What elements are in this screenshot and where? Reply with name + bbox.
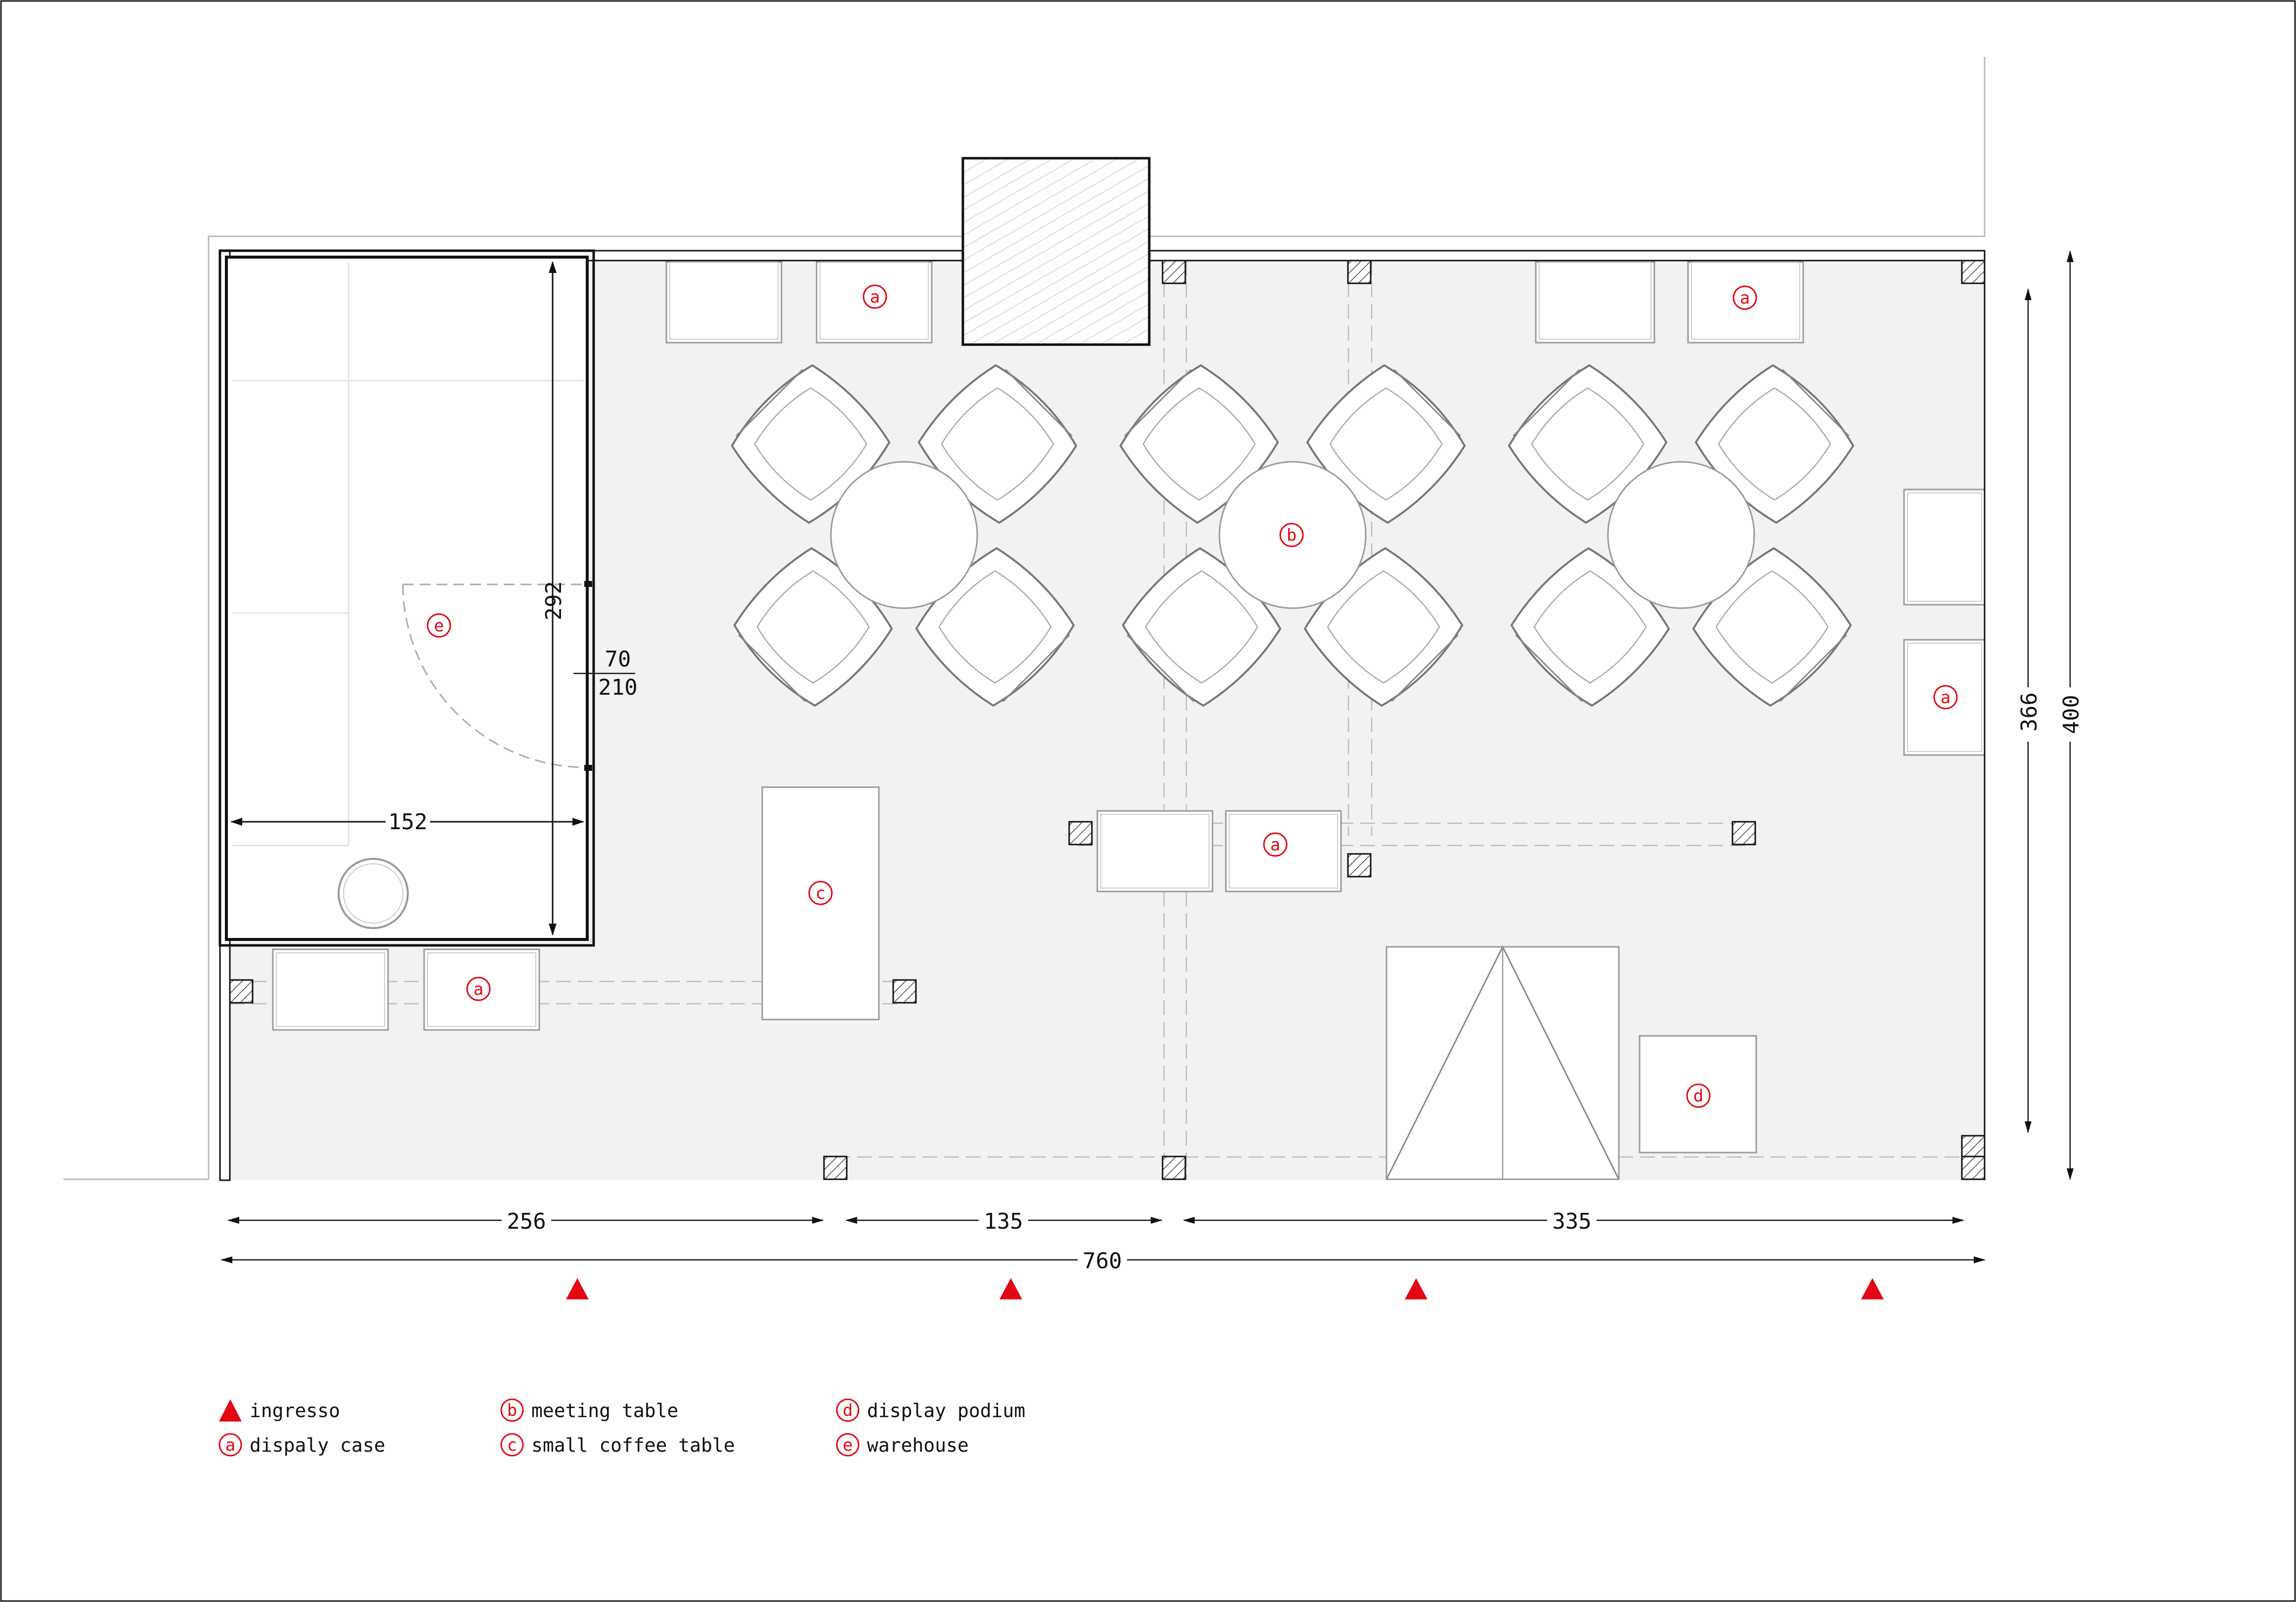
svg-text:d: d — [843, 1401, 853, 1421]
dim-400-label: 400 — [2059, 695, 2084, 734]
svg-text:c: c — [816, 884, 825, 903]
dim-760-label: 760 — [1083, 1248, 1122, 1274]
tag-a-3: a — [1933, 685, 1958, 710]
warehouse-width-dimension: 152 — [230, 806, 584, 836]
legend-warehouse: e warehouse — [836, 1433, 969, 1457]
legend-meeting-table-label: meeting table — [531, 1400, 678, 1422]
legend-small-coffee-table: c small coffee table — [500, 1433, 735, 1457]
legend-display-podium-label: display podium — [867, 1400, 1025, 1422]
tag-d: d — [1686, 1083, 1711, 1108]
legend-display-case-label: dispaly case — [250, 1434, 386, 1456]
svg-text:d: d — [1693, 1086, 1703, 1106]
dim-256-label: 256 — [507, 1209, 546, 1234]
legend-entrance: ingresso — [219, 1399, 340, 1422]
legend-display-podium: d display podium — [836, 1398, 1025, 1422]
legend-small-coffee-table-label: small coffee table — [531, 1434, 735, 1456]
dim-335: 335 — [1183, 1206, 1964, 1234]
svg-text:b: b — [1287, 526, 1297, 545]
tag-b: b — [1279, 523, 1304, 547]
door-dimension: 70 210 — [573, 647, 638, 700]
legend-entrance-label: ingresso — [250, 1400, 340, 1422]
svg-text:e: e — [434, 616, 444, 636]
svg-text:a: a — [1740, 288, 1750, 308]
legend-display-case: a dispaly case — [218, 1433, 386, 1457]
warehouse-depth-label: 292 — [541, 581, 566, 620]
svg-text:a: a — [870, 287, 880, 307]
entrance-marker-1 — [566, 1278, 589, 1299]
dim-366-label: 366 — [2017, 692, 2042, 731]
entrance-marker-2 — [999, 1278, 1022, 1299]
tag-a-1: a — [863, 284, 887, 309]
entrance-markers — [566, 1278, 1884, 1299]
stair-element — [1386, 945, 1620, 1180]
entrance-triangle-icon — [219, 1399, 242, 1422]
tag-a-4: a — [1263, 832, 1288, 857]
tag-c: c — [808, 881, 833, 905]
legend-meeting-table: b meeting table — [500, 1398, 678, 1422]
warehouse-width-label: 152 — [388, 809, 427, 835]
svg-text:a: a — [1941, 688, 1950, 708]
dim-135: 135 — [845, 1206, 1163, 1234]
door-width-label: 70 — [605, 647, 631, 672]
svg-text:a: a — [225, 1435, 235, 1455]
dim-135-label: 135 — [984, 1209, 1023, 1234]
warehouse-room — [218, 249, 595, 947]
legend-warehouse-label: warehouse — [867, 1434, 969, 1456]
svg-text:a: a — [474, 979, 483, 999]
dim-256: 256 — [227, 1206, 824, 1234]
svg-text:e: e — [843, 1435, 853, 1455]
svg-text:b: b — [507, 1401, 517, 1421]
right-dimensions: 366 400 — [2014, 250, 2084, 1180]
svg-text:a: a — [1270, 835, 1280, 855]
legend: ingresso a dispaly case b meeting table … — [218, 1398, 1025, 1457]
tag-a-5: a — [466, 977, 491, 1001]
item-tags: a a a a a b c d e — [427, 284, 1958, 1108]
dim-366: 366 — [2014, 288, 2042, 1133]
meeting-table-group-3 — [1499, 356, 1863, 715]
dim-760: 760 — [220, 1246, 1986, 1274]
entrance-marker-3 — [1405, 1278, 1428, 1299]
dim-335-label: 335 — [1552, 1209, 1591, 1234]
bottom-dimensions: 256 135 335 760 — [220, 1206, 1986, 1274]
door-height-label: 210 — [598, 675, 637, 700]
tag-a-2: a — [1733, 285, 1757, 310]
svg-text:c: c — [507, 1435, 517, 1455]
tag-e: e — [427, 613, 451, 638]
meeting-table-group-1 — [722, 356, 1085, 715]
structural-block — [961, 157, 1151, 346]
entrance-marker-4 — [1861, 1278, 1884, 1299]
dim-400: 400 — [2056, 250, 2084, 1180]
